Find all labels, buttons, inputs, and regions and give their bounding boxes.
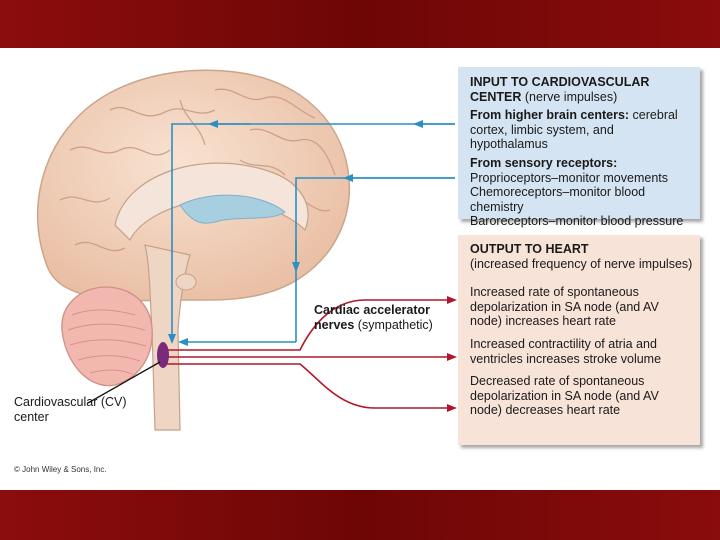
input-panel: INPUT TO CARDIOVASCULAR CENTER (nerve im… xyxy=(458,67,700,228)
output-panel-title: OUTPUT TO HEART xyxy=(470,242,589,256)
input-title-bold: INPUT TO CARDIOVASCULAR CENTER xyxy=(470,75,650,104)
arrow-output-decrease xyxy=(165,363,457,412)
sensory-heading: From sensory receptors: xyxy=(470,155,618,170)
higher-centers-block: From higher brain centers: cerebral cort… xyxy=(470,108,694,152)
cardiac-label-bold: Cardiac accelerator nerves xyxy=(314,303,431,332)
input-arrows xyxy=(168,120,455,346)
output-item: Increased contractility of atria and ven… xyxy=(470,336,662,366)
ventricle xyxy=(179,194,286,224)
output-item: Increased rate of spontaneous depolariza… xyxy=(470,285,659,329)
arrow-higher-centers xyxy=(168,123,455,344)
copyright-notice: © John Wiley & Sons, Inc. xyxy=(14,465,107,474)
higher-centers-text: cerebral cortex, limbic system, and hypo… xyxy=(470,108,678,152)
pituitary xyxy=(175,273,197,291)
input-title-rest: (nerve impulses) xyxy=(524,89,618,104)
output-item: Decreased rate of spontaneous depolariza… xyxy=(470,374,659,418)
corpus-callosum xyxy=(114,162,309,242)
input-panel-title: INPUT TO CARDIOVASCULAR CENTER (nerve im… xyxy=(470,75,694,104)
cardiac-accelerator-label: Cardiac accelerator nerves (sympathetic) xyxy=(314,303,454,332)
output-panel-subtitle: (increased frequency of nerve impulses) xyxy=(470,256,693,271)
bottom-band xyxy=(0,490,720,540)
cerebellum xyxy=(61,286,153,387)
sensory-item: Proprioceptors–monitor movements xyxy=(470,170,668,185)
sensory-item: Chemoreceptors–monitor blood chemistry xyxy=(470,185,646,214)
output-arrows xyxy=(165,296,457,412)
sensory-block: From sensory receptors: Proprioceptors–m… xyxy=(470,156,694,229)
higher-centers-heading: From higher brain centers: xyxy=(470,108,630,123)
top-band xyxy=(0,0,720,48)
cv-center-marker xyxy=(157,342,169,368)
arrow-output-rate xyxy=(165,296,457,351)
cv-center-leader-line xyxy=(87,361,161,404)
sensory-item: Baroreceptors–monitor blood pressure xyxy=(470,214,684,229)
brainstem xyxy=(144,244,191,431)
output-panel: OUTPUT TO HEART (increased frequency of … xyxy=(458,235,700,445)
cv-center-label: Cardiovascular (CV) center xyxy=(14,395,127,424)
cardiac-label-rest: (sympathetic) xyxy=(357,317,433,332)
